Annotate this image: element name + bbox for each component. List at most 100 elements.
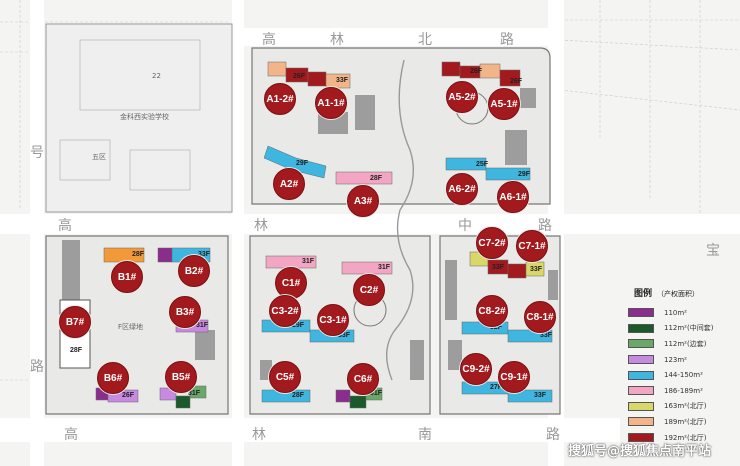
floor-label: 31F: [378, 264, 391, 271]
road-west-char-2: 路: [30, 359, 44, 375]
floor-label: 28F: [370, 175, 383, 182]
floor-label: 27F: [490, 384, 503, 391]
building-marker-b1[interactable]: B1#: [111, 261, 143, 293]
road-middle-char-2: 林: [254, 218, 268, 234]
road-north-char-4: 路: [500, 32, 514, 48]
floor-label: 26F: [470, 68, 483, 75]
legend-swatch: [628, 401, 654, 411]
building-marker-b5[interactable]: B5#: [165, 361, 197, 393]
floor-label: 29F: [292, 322, 305, 329]
legend-swatch: [628, 323, 654, 333]
floor-label: 26F: [510, 78, 523, 85]
legend-label: 192m²(北厅): [664, 433, 707, 442]
legend-swatch: [628, 386, 654, 396]
school-block: [45, 23, 233, 213]
building-marker-c9-1[interactable]: C9-1#: [498, 361, 530, 393]
building-marker-b7[interactable]: B7#: [59, 306, 91, 338]
floor-label: 28F: [292, 392, 305, 399]
legend-item: 192m²(北厅): [628, 430, 738, 446]
grey-structures: [62, 88, 558, 380]
road-east-char: 宝: [706, 243, 720, 259]
legend-swatch: [628, 433, 654, 443]
building-marker-a6-1[interactable]: A6-1#: [497, 181, 529, 213]
floor-label: 28F: [70, 347, 83, 354]
road-south-char-4: 路: [546, 427, 560, 443]
floor-label: 33F: [198, 251, 211, 258]
road-north-char-1: 高: [262, 32, 276, 48]
building-marker-c9-2[interactable]: C9-2#: [460, 353, 492, 385]
building-marker-a5-1[interactable]: A5-1#: [488, 88, 520, 120]
floor-label: 32F: [490, 324, 503, 331]
floor-label: 33F: [336, 77, 349, 84]
legend-label: 144-150m²: [664, 371, 703, 380]
road-south-char-2: 林: [252, 427, 266, 443]
floor-label: 28F: [132, 251, 145, 258]
building-marker-a6-2[interactable]: A6-2#: [446, 173, 478, 205]
legend-swatch: [628, 339, 654, 349]
legend-title-text: 图例: [634, 289, 653, 299]
legend-label: 186-189m²: [664, 386, 703, 395]
building-marker-a1-1[interactable]: A1-1#: [315, 87, 347, 119]
building-marker-b3[interactable]: B3#: [169, 296, 201, 328]
legend-swatch: [628, 417, 654, 427]
building-marker-a1-2[interactable]: A1-2#: [264, 83, 296, 115]
building-marker-a5-2[interactable]: A5-2#: [446, 81, 478, 113]
floor-label: 33F: [338, 332, 351, 339]
building-marker-c7-1[interactable]: C7-1#: [516, 230, 548, 262]
floor-label: 33F: [530, 266, 543, 273]
legend-item: 123m²: [628, 352, 738, 368]
road-middle-char-1: 高: [58, 218, 72, 234]
green-label: F区绿地: [118, 323, 144, 331]
legend-item: 110m²: [628, 305, 738, 321]
legend-label: 163m²(北厅): [664, 402, 707, 411]
building-marker-a3[interactable]: A3#: [347, 185, 379, 217]
road-west-char-1: 号: [30, 145, 44, 161]
road-middle-char-4: 路: [538, 218, 552, 234]
floor-label: 33F: [534, 392, 547, 399]
legend-subtitle: （产权面积）: [657, 290, 700, 298]
creek: [386, 59, 415, 381]
legend-item: 189m²(北厅): [628, 414, 738, 430]
legend-item: 144-150m²: [628, 367, 738, 383]
building-marker-c6[interactable]: C6#: [347, 363, 379, 395]
legend-title: 图例 （产权面积）: [634, 286, 738, 299]
road-north-char-3: 北: [418, 32, 432, 48]
floor-label: 31F: [196, 322, 209, 329]
road-south-char-1: 高: [64, 427, 78, 443]
road-north-char-2: 林: [330, 32, 344, 48]
legend-item: 112m²(中间套): [628, 321, 738, 337]
site-label-1: 五区: [92, 153, 106, 161]
building-marker-c8-2[interactable]: C8-2#: [476, 295, 508, 327]
building-marker-c5[interactable]: C5#: [269, 361, 301, 393]
site-label-2: 22: [152, 72, 161, 80]
floor-label: 29F: [296, 160, 309, 167]
road-south-char-3: 南: [418, 427, 432, 443]
legend-label: 112m²(边套): [664, 339, 707, 348]
building-marker-c3-1[interactable]: C3-1#: [317, 304, 349, 336]
floor-label: 33F: [492, 264, 505, 271]
legend-swatch: [628, 370, 654, 380]
building-marker-c2[interactable]: C2#: [353, 274, 385, 306]
building-marker-b6[interactable]: B6#: [97, 362, 129, 394]
floor-label: 26F: [293, 73, 306, 80]
legend: 图例 （产权面积） 110m² 112m²(中间套) 112m²(边套) 123m…: [628, 286, 738, 456]
legend-swatch: [628, 308, 654, 318]
floor-label: 29F: [518, 171, 531, 178]
floor-label: 31F: [370, 390, 383, 397]
legend-label: 112m²(中间套): [664, 324, 714, 333]
building-marker-c3-2[interactable]: C3-2#: [269, 295, 301, 327]
building-marker-c8-1[interactable]: C8-1#: [524, 301, 556, 333]
floor-label: 33F: [540, 332, 553, 339]
road-middle-char-3: 中: [458, 218, 472, 234]
floor-label: 31F: [188, 390, 201, 397]
building-marker-c1[interactable]: C1#: [275, 267, 307, 299]
legend-label: 110m²: [664, 308, 687, 317]
school-label: 金科西实验学校: [120, 113, 169, 121]
building-marker-c7-2[interactable]: C7-2#: [476, 227, 508, 259]
watermark-text: 搜狐号@搜狐焦点南平站: [568, 444, 712, 459]
building-marker-b2[interactable]: B2#: [178, 255, 210, 287]
legend-label: 123m²: [664, 355, 687, 364]
building-marker-a2[interactable]: A2#: [273, 168, 305, 200]
legend-label: 189m²(北厅): [664, 417, 707, 426]
